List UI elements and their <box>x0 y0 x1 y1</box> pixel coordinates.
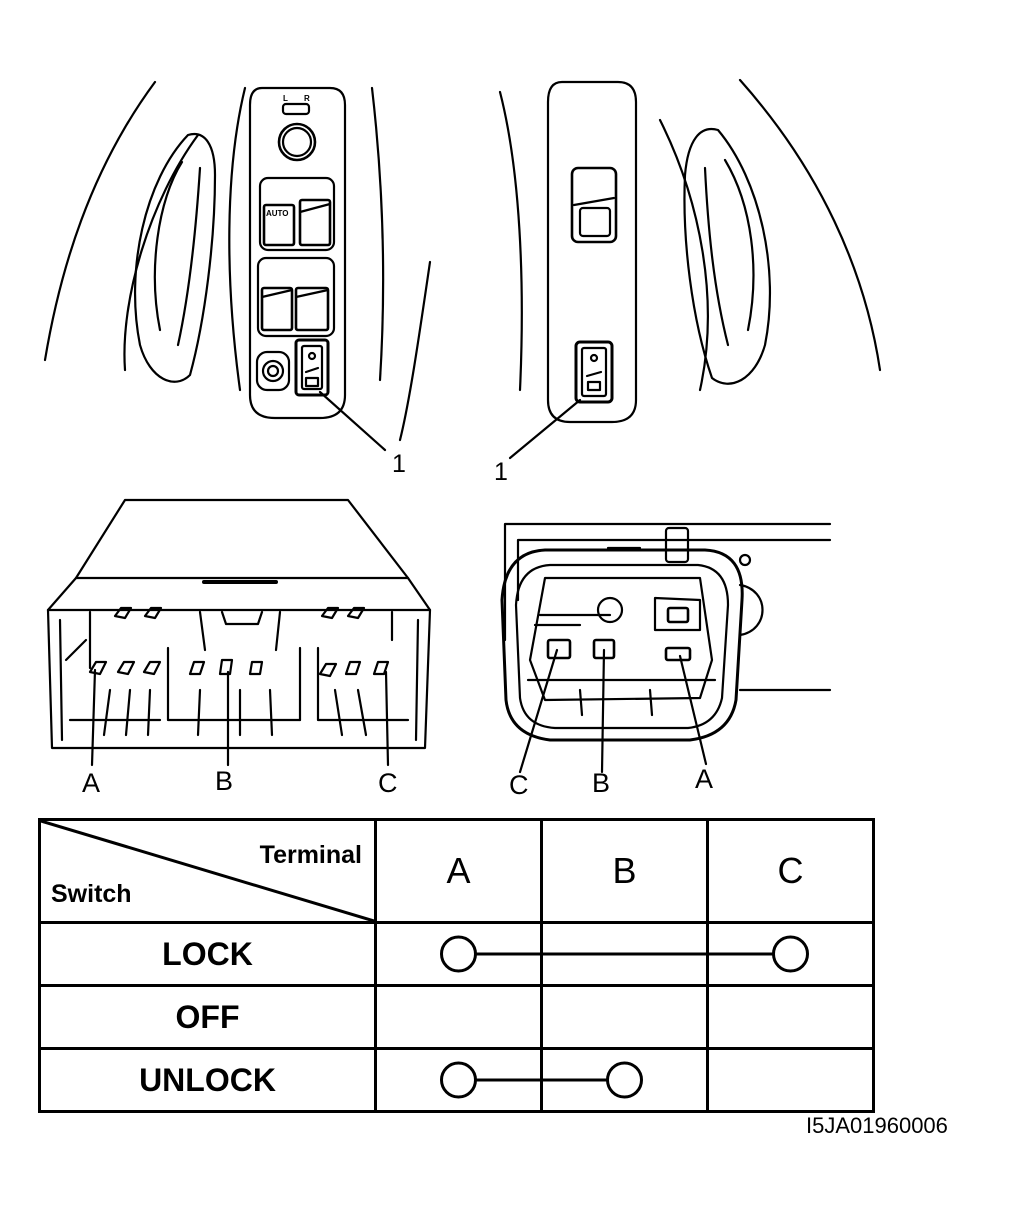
left-terminal-a-label: A <box>82 768 100 798</box>
cell-unlock-b <box>540 1047 709 1113</box>
table-row: OFF <box>38 984 875 1050</box>
cell-off-a <box>374 984 543 1050</box>
table-corner-cell: Terminal Switch <box>38 818 377 924</box>
figure-code: I5JA01960006 <box>806 1113 948 1138</box>
mirror-left-label: L <box>283 94 288 103</box>
cell-unlock-a <box>374 1047 543 1113</box>
right-door-trim <box>498 78 882 392</box>
continuity-table: Terminal Switch A B C LOCK OFF UNLOCK <box>38 818 875 1113</box>
header-terminal: Terminal <box>259 841 362 869</box>
header-switch: Switch <box>51 880 132 908</box>
right-switch-connector <box>500 522 832 774</box>
left-door-trim <box>43 80 432 442</box>
mirror-right-label: R <box>304 94 310 103</box>
left-terminal-b-label: B <box>215 766 233 796</box>
leader-line-right <box>508 398 582 460</box>
master-switch-panel <box>248 86 347 420</box>
right-terminal-c-label: C <box>509 770 529 800</box>
cell-off-c <box>706 984 875 1050</box>
leader-line-left <box>318 390 387 452</box>
corner-diagonal <box>41 821 374 921</box>
auto-switch-label: AUTO <box>266 209 289 218</box>
right-terminal-a-label: A <box>695 764 713 794</box>
callout-1-right: 1 <box>494 458 508 486</box>
row-label-off: OFF <box>38 984 377 1050</box>
cell-unlock-c <box>706 1047 875 1113</box>
row-label-lock: LOCK <box>38 921 377 987</box>
row-label-unlock: UNLOCK <box>38 1047 377 1113</box>
table-header-row: Terminal Switch A B C <box>38 818 875 924</box>
left-switch-connector <box>46 498 432 767</box>
column-header-a: A <box>374 818 543 924</box>
left-terminal-c-label: C <box>378 768 398 798</box>
table-row: UNLOCK <box>38 1047 875 1113</box>
callout-1-left: 1 <box>392 450 406 478</box>
right-terminal-b-label: B <box>592 768 610 798</box>
cell-off-b <box>540 984 709 1050</box>
column-header-b: B <box>540 818 709 924</box>
column-header-c: C <box>706 818 875 924</box>
passenger-switch-panel <box>546 80 638 424</box>
cell-lock-b <box>540 921 709 987</box>
cell-lock-a <box>374 921 543 987</box>
cell-lock-c <box>706 921 875 987</box>
table-row: LOCK <box>38 921 875 987</box>
